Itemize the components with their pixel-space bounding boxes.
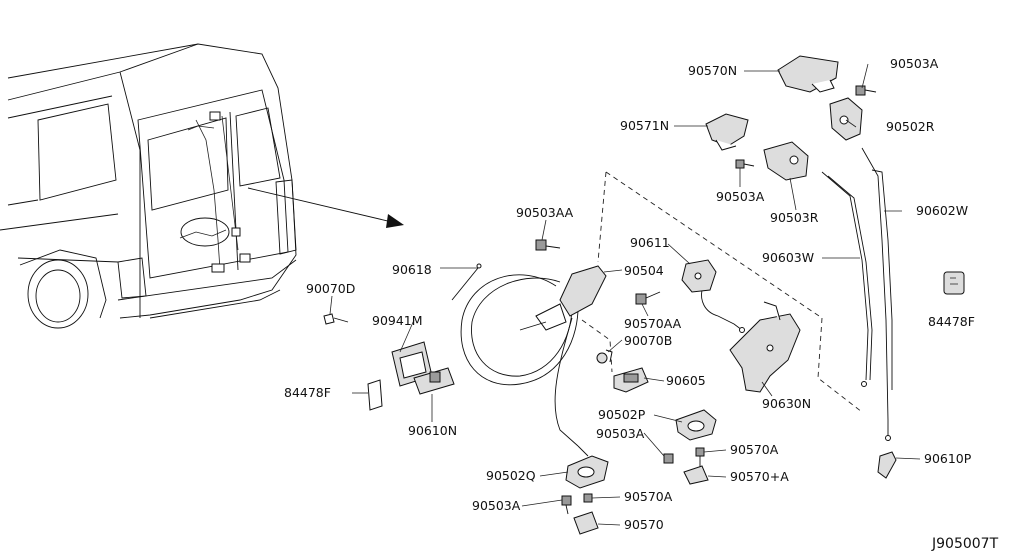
vehicle-rear-illustration <box>0 43 297 329</box>
label-90630N: 90630N <box>762 396 811 411</box>
part-90070B-grommet <box>596 349 613 364</box>
part-90503A-low-bolt <box>663 453 674 464</box>
part-90570N-bracket <box>777 55 839 93</box>
part-90570plusA-bracket <box>683 465 709 485</box>
label-90502Q: 90502Q <box>486 468 536 483</box>
label-90503AA: 90503AA <box>516 205 574 220</box>
label-84478F-left: 84478F <box>284 385 331 400</box>
drawing-code: J905007T <box>931 536 999 552</box>
part-84478F-right-cap <box>943 271 965 295</box>
label-90610P: 90610P <box>924 451 972 466</box>
label-90502P: 90502P <box>598 407 646 422</box>
leader-lines <box>329 63 921 526</box>
label-90611: 90611 <box>630 235 670 250</box>
part-90570A-bottom-bolt <box>583 493 593 503</box>
cable-90611 <box>701 289 745 333</box>
label-90503A-low: 90503A <box>596 426 645 441</box>
part-90570-bracket <box>573 511 599 535</box>
cable-90618 <box>451 263 482 301</box>
label-84478F-right: 84478F <box>928 314 975 329</box>
part-84478F-left-cap <box>367 379 383 411</box>
label-90941M: 90941M <box>372 313 423 328</box>
label-90070B: 90070B <box>624 333 672 348</box>
part-90503A-top-bolt <box>855 85 877 96</box>
part-90571N-bracket <box>705 113 749 151</box>
label-90503R: 90503R <box>770 210 819 225</box>
part-90502P-striker <box>675 409 717 441</box>
label-90610N: 90610N <box>408 423 457 438</box>
label-90605: 90605 <box>666 373 706 388</box>
label-90570AA: 90570AA <box>624 316 682 331</box>
label-90570: 90570 <box>624 517 664 532</box>
part-90630N-bracket <box>729 301 801 393</box>
part-90502Q-striker <box>565 455 609 489</box>
label-90618: 90618 <box>392 262 432 277</box>
cable-90603W <box>821 171 873 387</box>
assembly-boundary <box>581 171 863 413</box>
label-90503A-mid: 90503A <box>716 189 765 204</box>
part-90504-handle <box>519 265 607 331</box>
part-labels: 90570N 90503A 90571N 90502R 90503A 90503… <box>284 56 975 532</box>
part-90605-lock-assembly <box>613 367 649 393</box>
cable-lower <box>554 317 589 457</box>
label-90570A-bottom: 90570A <box>624 489 673 504</box>
label-90070D: 90070D <box>306 281 355 296</box>
label-90503A-bottom: 90503A <box>472 498 521 513</box>
part-90570A-right-bolt <box>695 447 705 468</box>
label-90503A-top: 90503A <box>890 56 939 71</box>
part-90503A-bottom-bolt <box>561 495 572 515</box>
label-90571N: 90571N <box>620 118 669 133</box>
label-90502R: 90502R <box>886 119 935 134</box>
part-90503AA-bolt <box>535 239 561 251</box>
part-90610P-handle <box>877 451 897 479</box>
part-90070D-clip <box>323 313 349 325</box>
part-90570AA-bolt <box>635 291 661 305</box>
cable-90602W <box>861 147 893 441</box>
label-90570N: 90570N <box>688 63 737 78</box>
label-90603W: 90603W <box>762 250 814 265</box>
label-90570plusA: 90570+A <box>730 469 789 484</box>
label-90602W: 90602W <box>916 203 968 218</box>
part-90610N-handle <box>413 367 455 395</box>
part-90502R-striker <box>829 97 863 141</box>
detail-arrow <box>247 187 404 228</box>
part-90503R-lock <box>763 141 809 181</box>
label-90570A-right: 90570A <box>730 442 779 457</box>
part-90941M-escutcheon <box>391 341 433 387</box>
part-90503A-mid-bolt <box>735 159 755 169</box>
cable-loop <box>460 274 579 386</box>
part-90611-actuator <box>681 259 717 293</box>
label-90504: 90504 <box>624 263 664 278</box>
